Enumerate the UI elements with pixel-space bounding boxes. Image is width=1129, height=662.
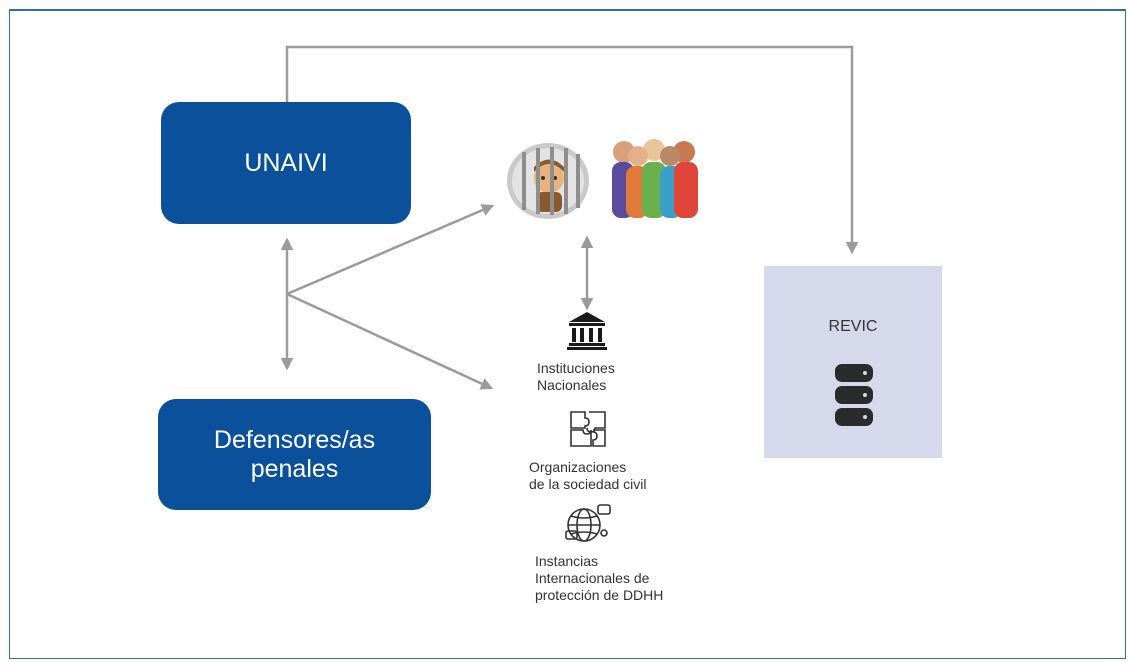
unaivi-label: UNAIVI bbox=[244, 148, 328, 177]
entity-label-organizaciones: Organizaciones de la sociedad civil bbox=[529, 459, 647, 492]
defensores-node: Defensores/as penales bbox=[158, 399, 431, 510]
defensores-label: Defensores/as penales bbox=[213, 425, 376, 483]
diverse-people-group-icon bbox=[612, 139, 698, 218]
hub-entities-connector bbox=[286, 292, 494, 390]
revic-label: REVIC bbox=[828, 318, 878, 335]
hub-illustrations-connector bbox=[286, 204, 495, 296]
entity-label-instancias: Instancias Internacionales de protección… bbox=[535, 553, 664, 603]
unaivi-node: UNAIVI bbox=[161, 102, 411, 224]
entity-label-instituciones: Instituciones Nacionales bbox=[537, 360, 615, 393]
database-icon bbox=[835, 364, 873, 426]
puzzle-organization-icon bbox=[570, 411, 606, 447]
bank-building-icon bbox=[567, 312, 607, 350]
revic-node: REVIC bbox=[764, 266, 942, 458]
unaivi-to-revic-connector bbox=[285, 45, 859, 255]
globe-network-icon bbox=[565, 504, 611, 542]
prisoner-behind-bars-icon bbox=[507, 143, 589, 219]
frame-top-border bbox=[9, 9, 1126, 11]
